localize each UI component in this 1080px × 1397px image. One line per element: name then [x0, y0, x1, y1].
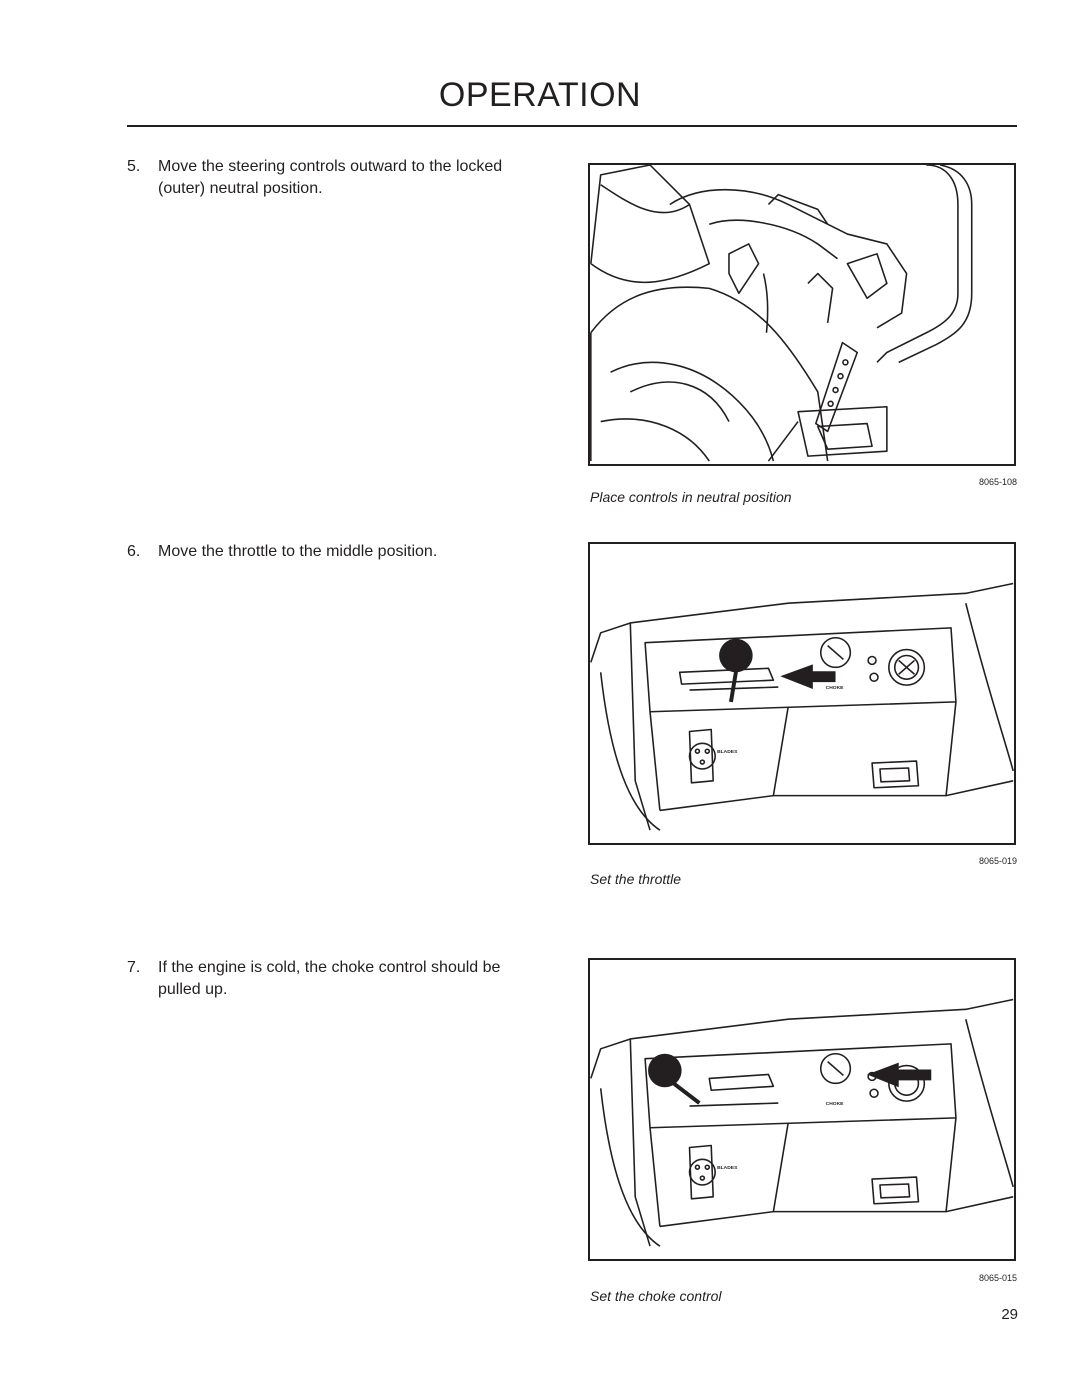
step-number: 6. — [127, 543, 141, 560]
blades-label: BLADES — [717, 749, 738, 755]
page-title: OPERATION — [438, 76, 642, 114]
figure-caption: Place controls in neutral position — [590, 489, 792, 505]
figure-code: 8065-015 — [978, 1273, 1017, 1283]
step-text: Move the throttle to the middle position… — [158, 543, 438, 560]
step-number: 7. — [127, 959, 141, 976]
figure-code: 8065-108 — [978, 477, 1017, 487]
choke-panel-illustration: CHOKE BLADES — [590, 998, 1014, 1247]
figure-caption: Set the throttle — [590, 871, 682, 887]
step-text: Move the steering controls outward to th… — [158, 158, 503, 197]
step-5: 5. Move the steering controls outward to… — [127, 156, 547, 200]
choke-label: CHOKE — [826, 1101, 844, 1107]
figure-caption: Set the choke control — [590, 1288, 722, 1304]
step-number: 5. — [127, 158, 141, 175]
steering-controls-illustration — [590, 165, 973, 462]
figure-code: 8065-019 — [978, 856, 1017, 866]
choke-label: CHOKE — [826, 685, 844, 691]
throttle-panel-illustration: CHOKE BLADES — [590, 582, 1014, 831]
page-number: 29 — [1001, 1306, 1018, 1323]
step-text: If the engine is cold, the choke control… — [158, 959, 501, 998]
figure-throttle: CHOKE BLADES — [588, 542, 1016, 845]
blades-label: BLADES — [717, 1165, 738, 1171]
step-6: 6. Move the throttle to the middle posit… — [127, 541, 547, 563]
figure-steering-controls — [588, 163, 1016, 466]
figure-choke: CHOKE BLADES — [588, 958, 1016, 1261]
header-divider — [127, 125, 1017, 127]
step-7: 7. If the engine is cold, the choke cont… — [127, 957, 547, 1001]
